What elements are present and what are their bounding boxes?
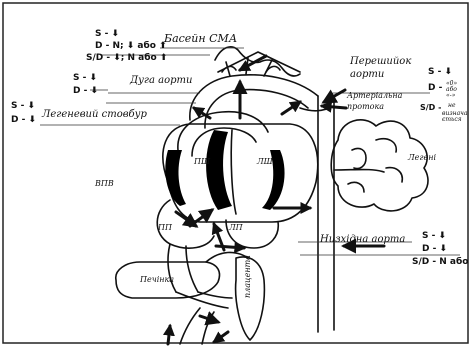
sma-s-index: S - ⬇ [95,30,119,39]
isthmus-d-prefix: D - [428,84,442,93]
right-ventricle-shading [165,150,186,206]
septum-shading [206,130,232,210]
lungs-outline [331,120,428,211]
label-liver: Печінка [140,276,174,284]
arch-s-index: S - ⬇ [73,74,97,83]
desc-s-index: S - ⬇ [422,232,446,241]
arch-d-index: D - ⬇ [73,87,98,96]
isthmus-sd-line2: визначається [442,111,468,123]
label-rv: ПШ [194,158,210,166]
label-descending-aorta: Низхідна аорта [320,235,405,245]
label-pulmonary-trunk: Легеневий стовбур [42,110,147,120]
label-isthmus-line2: аорти [350,70,384,80]
isthmus-sd-line1: не [448,103,456,109]
pulm-s-index: S - ⬇ [11,102,35,111]
label-lungs: Легені [408,154,436,162]
inferior-vena-cava [168,244,176,292]
desc-d-index: D - ⬇ [422,245,447,254]
label-isthmus-line1: Перешийок [350,57,411,67]
isthmus-d-value: «0» або «-» [446,81,468,99]
label-aortic-arch: Дуга аорти [130,76,192,86]
label-ductus-line2: протока [347,103,384,111]
label-placenta: плацента [244,255,252,298]
label-ductus-line1: Артеріальна [347,92,402,100]
desc-sd-index: S/D - N або [412,258,468,267]
isthmus-s-index: S - ⬇ [428,68,452,77]
pulm-d-index: D - ⬇ [11,116,36,125]
isthmus-sd-prefix: S/D - [420,104,441,112]
label-basin-sma: Басейн СМА [164,33,237,44]
label-lv: ЛШ [257,158,273,166]
sma-sd-index: S/D - ⬇; N або ⬆ [86,54,167,63]
sma-d-index: D - N; ⬇ або ⬆ [95,42,167,51]
aortic-arch [190,75,318,120]
label-ivc: ВПВ [95,180,114,188]
label-ra: ПП [158,224,172,232]
label-la: ЛП [229,224,243,232]
